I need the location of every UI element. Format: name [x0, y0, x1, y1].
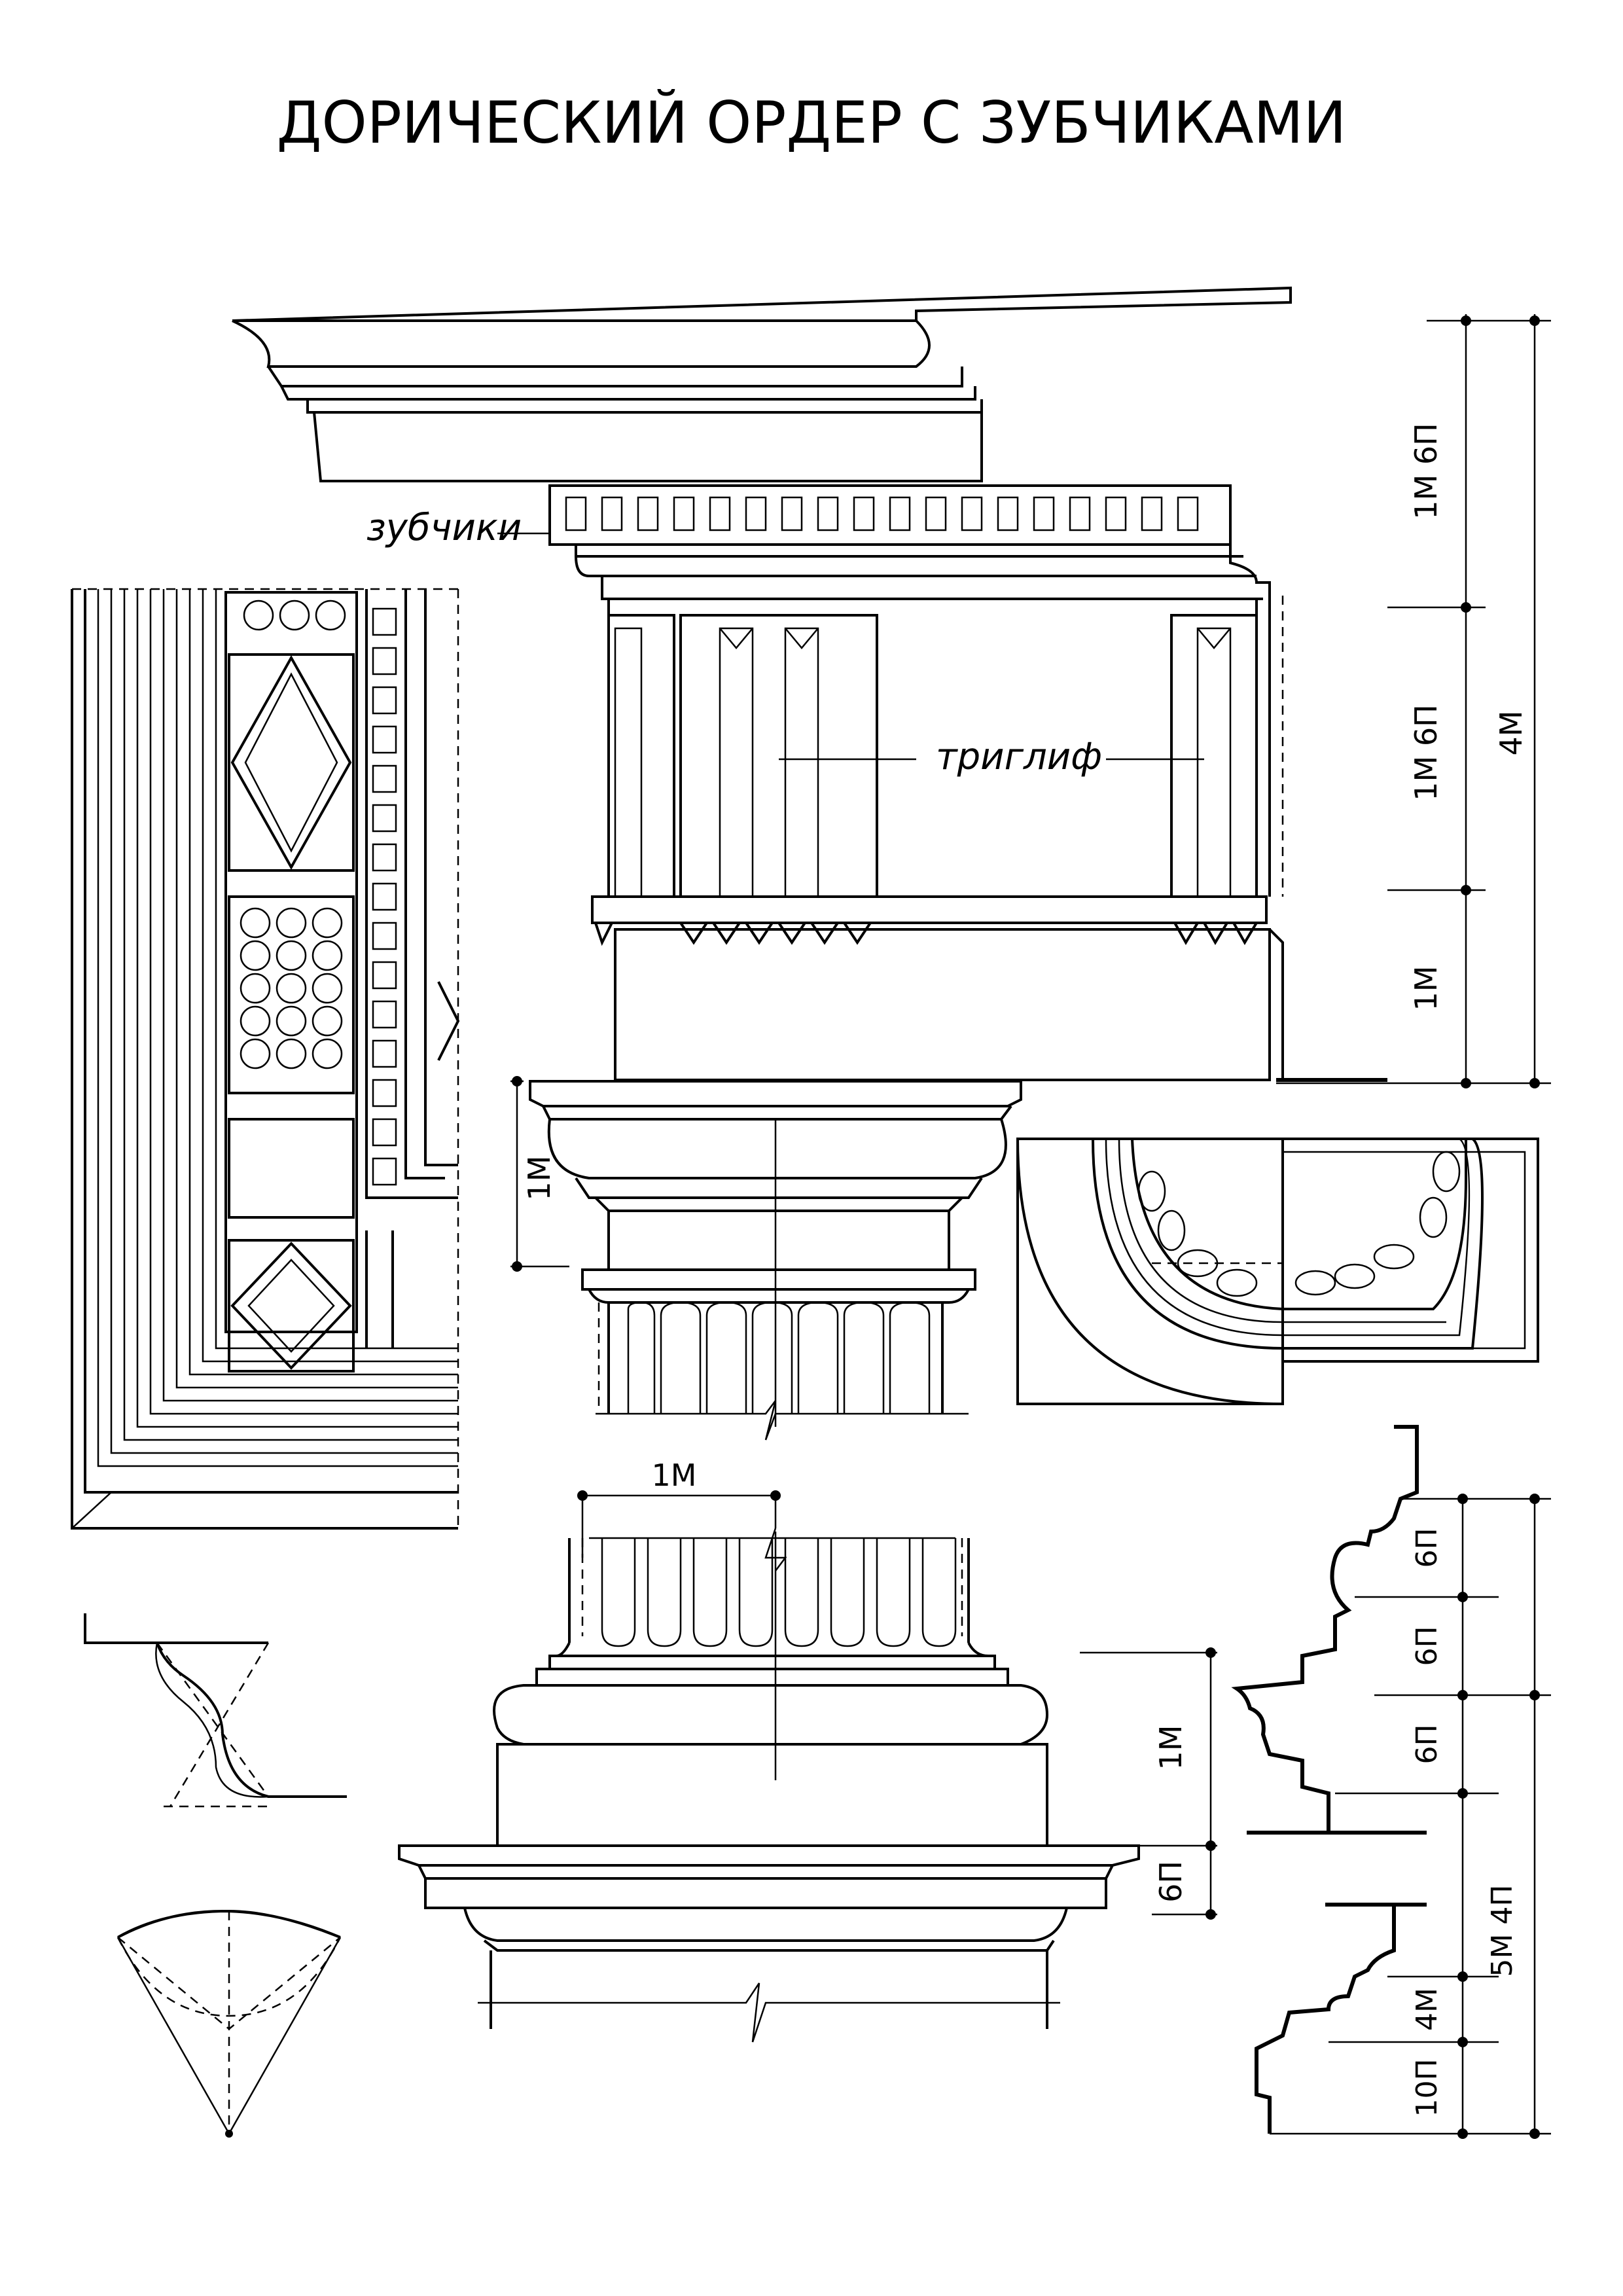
entablature-scale: 1М 6П 1М 6П 1М 4М — [1276, 314, 1551, 1088]
base-dim-right-upper: 1М — [1153, 1725, 1188, 1770]
pedestal-profile: 6П 6П 6П 4М 10П 5М 4П — [1231, 1425, 1551, 2139]
flute-construction — [116, 1909, 342, 2138]
dentils-row — [565, 496, 1199, 531]
pedestal-seg1: 6П — [1410, 1528, 1444, 1568]
base-elevation: 1М — [398, 1458, 1217, 2043]
capital-height-label: 1М — [522, 1156, 557, 1201]
capital-elevation: 1М — [510, 1076, 1022, 1441]
pedestal-seg4: 4М — [1410, 1988, 1444, 2031]
guttae-row — [594, 922, 1259, 946]
entablature-scale-total: 4М — [1493, 711, 1529, 756]
soffit-plan — [71, 588, 460, 1530]
entablature-elevation: зубчики триглиф — [232, 286, 1387, 1082]
pedestal-seg5: 10П — [1410, 2058, 1444, 2117]
entablature-scale-seg1: 1М 6П — [1408, 423, 1444, 519]
dentils-label: зубчики — [366, 507, 522, 549]
cyma-construction — [84, 1613, 347, 1808]
base-dim-right-lower: 6П — [1153, 1861, 1188, 1903]
triglyph-label: триглиф — [936, 736, 1102, 778]
pedestal-seg2: 6П — [1410, 1626, 1444, 1666]
pedestal-total: 5М 4П — [1486, 1884, 1519, 1977]
base-dim-top-label: 1М — [652, 1458, 697, 1493]
capital-plan — [1016, 1138, 1539, 1405]
entablature-scale-seg2: 1М 6П — [1408, 704, 1444, 800]
sheet-title: ДОРИЧЕСКИЙ ОРДЕР С ЗУБЧИКАМИ — [277, 89, 1347, 156]
entablature-scale-seg3: 1М — [1408, 966, 1444, 1011]
pedestal-seg3: 6П — [1410, 1724, 1444, 1764]
